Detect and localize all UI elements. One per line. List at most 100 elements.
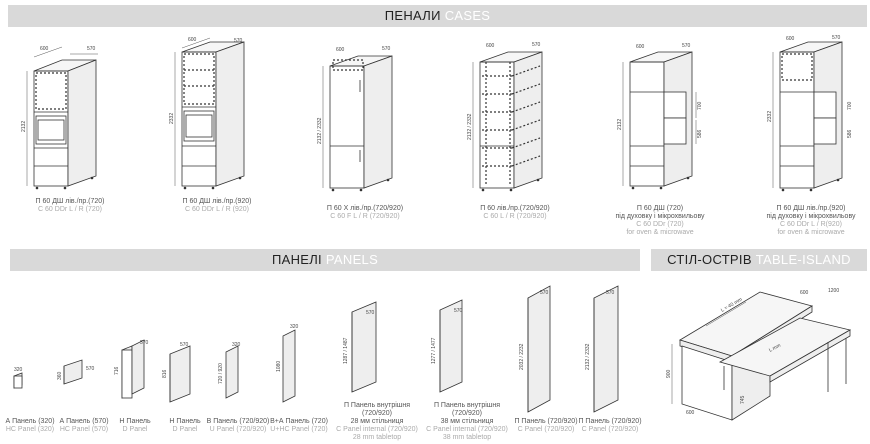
panel-5-code: U Panel (720/920)	[209, 426, 267, 433]
case-1-name: П 60 ДШ лів./пр.(720)	[35, 198, 105, 205]
case-6-opening-2: 586	[847, 129, 853, 138]
panel-caption-7: П Панель внутрішня (720/920) 28 мм стіль…	[328, 402, 426, 442]
case-5-name: П 60 ДШ (720)	[636, 205, 684, 212]
panel-caption-6: В+А Панель (720) U+HC Panel (720)	[268, 418, 330, 434]
case-drawing-6: 2332 700 586 600 570	[767, 35, 853, 192]
panel-3-code: D Panel	[122, 426, 148, 433]
panel-caption-9: П Панель (720/920) C Panel (720/920)	[512, 418, 580, 434]
panel-8-dim-a: 1277 / 1477	[431, 337, 437, 364]
island-drawing: L = 40 mm L mm 600 1200 900 745 600	[666, 288, 852, 421]
panel-6-code: U+HC Panel (720)	[270, 426, 328, 433]
panel-3-dim-a: 716	[114, 366, 120, 375]
panel-10-dim-b: 570	[606, 290, 615, 296]
panel-caption-1: А Панель (320) HC Panel (320)	[2, 418, 58, 434]
case-4-height: 2132 / 2332	[467, 113, 473, 140]
panel-7-name: П Панель внутрішня (720/920)	[343, 402, 411, 417]
panel-drawing-7: 1287 / 1487 570	[343, 301, 377, 393]
case-2-depth: 570	[234, 38, 243, 44]
panel-6-dim-b: 320	[290, 324, 299, 330]
panel-1-dim-a: 320	[14, 367, 23, 373]
case-caption-5: П 60 ДШ (720) під духовку і мікрохвильов…	[605, 205, 715, 237]
case-6-opening-1: 700	[847, 101, 853, 110]
case-2-height: 2332	[169, 113, 175, 124]
case-4-width: 600	[486, 43, 495, 49]
case-6-height: 2332	[767, 111, 773, 122]
panel-caption-2: А Панель (570) HC Panel (570)	[56, 418, 112, 434]
island-title-en: TABLE-ISLAND	[755, 252, 851, 267]
panel-3-name: Н Панель	[119, 418, 151, 425]
case-4-name: П 60 лів./пр.(720/920)	[480, 205, 550, 212]
case-caption-2: П 60 ДШ лів./пр.(920) C 60 DDr L / R (92…	[172, 198, 262, 214]
panel-4-dim-a: 816	[162, 369, 168, 378]
case-caption-6: П 60 ДШ лів./пр.(920) під духовку і мікр…	[755, 205, 867, 237]
panel-caption-3: Н Панель D Panel	[112, 418, 158, 434]
panel-4-code: D Panel	[172, 426, 198, 433]
case-3-height: 2132 / 2332	[317, 117, 323, 144]
panel-3-dim-b: 570	[140, 340, 149, 346]
case-3-name: П 60 Х лів./пр.(720/920)	[326, 205, 404, 212]
panel-2-dim-a: 360	[57, 371, 63, 380]
panel-4-dim-b: 570	[180, 342, 189, 348]
case-2-code: C 60 DDr L / R (920)	[185, 206, 249, 213]
island-height-2: 745	[740, 395, 746, 404]
island-title-ua: СТІЛ-ОСТРІВ	[667, 252, 752, 267]
panel-drawing-2: 360 570	[57, 359, 95, 385]
panel-10-name: П Панель (720/920)	[578, 418, 642, 425]
panel-8-code: C Panel internal (720/920)	[426, 426, 508, 433]
panel-10-code: C Panel (720/920)	[581, 426, 639, 433]
case-2-name: П 60 ДШ лів./пр.(920)	[182, 198, 252, 205]
panel-drawing-10: 2132 / 2332 570	[585, 285, 619, 413]
case-1-code: C 60 DDr L / R (720)	[38, 206, 102, 213]
case-caption-3: П 60 Х лів./пр.(720/920) C 60 F L / R (7…	[315, 205, 415, 221]
case-drawing-2: 2332 600 570	[169, 37, 245, 190]
panel-8-dim-b: 570	[454, 308, 463, 314]
panels-title-en: PANELS	[325, 252, 379, 267]
case-6-name-2: під духовку і мікрохвильову	[766, 213, 856, 220]
panel-9-name: П Панель (720/920)	[514, 418, 578, 425]
panel-drawing-6: 1080 320	[276, 324, 299, 403]
panel-9-code: C Panel (720/920)	[517, 426, 575, 433]
case-6-code-2: for oven & microwave	[777, 229, 845, 236]
cases-title-en: CASES	[444, 8, 491, 23]
panel-8-name-2: 38 мм стільниця	[440, 418, 494, 425]
island-header: СТІЛ-ОСТРІВ TABLE-ISLAND	[651, 249, 867, 271]
panel-drawing-9: 2032 / 2232 570	[519, 285, 551, 413]
panel-2-name: А Панель (570)	[59, 418, 109, 425]
panels-header: ПАНЕЛІ PANELS	[10, 249, 640, 271]
case-1-height: 2132	[21, 121, 27, 132]
panel-5-name: В Панель (720/920)	[206, 418, 270, 425]
case-2-width: 600	[188, 37, 197, 43]
panel-7-name-2: 28 мм стільниця	[350, 418, 404, 425]
panel-1-code: HC Panel (320)	[5, 426, 55, 433]
panel-drawing-3: 716 570	[114, 339, 149, 399]
panel-9-dim-a: 2032 / 2232	[519, 343, 525, 370]
island-height-1: 900	[666, 369, 672, 378]
panel-9-dim-b: 570	[540, 290, 549, 296]
panel-5-dim-a: 720 / 920	[218, 363, 224, 384]
case-6-depth: 570	[832, 35, 841, 41]
panel-drawing-8: 1277 / 1477 570	[431, 299, 463, 393]
case-drawing-3: 2132 / 2332 600 570	[317, 46, 393, 192]
island-width-1: 600	[800, 290, 809, 296]
case-3-width: 600	[336, 47, 345, 53]
case-drawing-5: 2132 700 586 600 570	[617, 43, 703, 190]
panel-caption-5: В Панель (720/920) U Panel (720/920)	[206, 418, 270, 434]
case-5-height: 2132	[617, 119, 623, 130]
case-5-width: 600	[636, 44, 645, 50]
panel-2-code: HC Panel (570)	[59, 426, 109, 433]
panel-caption-8: П Панель внутрішня (720/920) 38 мм стіль…	[418, 402, 516, 442]
panel-caption-10: П Панель (720/920) C Panel (720/920)	[576, 418, 644, 434]
case-3-code: C 60 F L / R (720/920)	[330, 213, 400, 220]
panel-1-name: А Панель (320)	[5, 418, 55, 425]
case-caption-4: П 60 лів./пр.(720/920) C 60 L / R (720/9…	[465, 205, 565, 221]
case-caption-1: П 60 ДШ лів./пр.(720) C 60 DDr L / R (72…	[25, 198, 115, 214]
panel-8-code-2: 38 mm tabletop	[442, 434, 492, 441]
panel-drawing-5: 720 / 920 320	[218, 342, 241, 399]
panel-7-dim-b: 570	[366, 310, 375, 316]
cases-title-ua: ПЕНАЛИ	[384, 8, 441, 23]
panel-6-dim-a: 1080	[276, 361, 282, 372]
island-depth: 600	[686, 410, 695, 416]
cases-header: ПЕНАЛИ CASES	[8, 5, 867, 27]
panels-title-ua: ПАНЕЛІ	[271, 252, 322, 267]
case-1-depth: 570	[87, 46, 96, 52]
